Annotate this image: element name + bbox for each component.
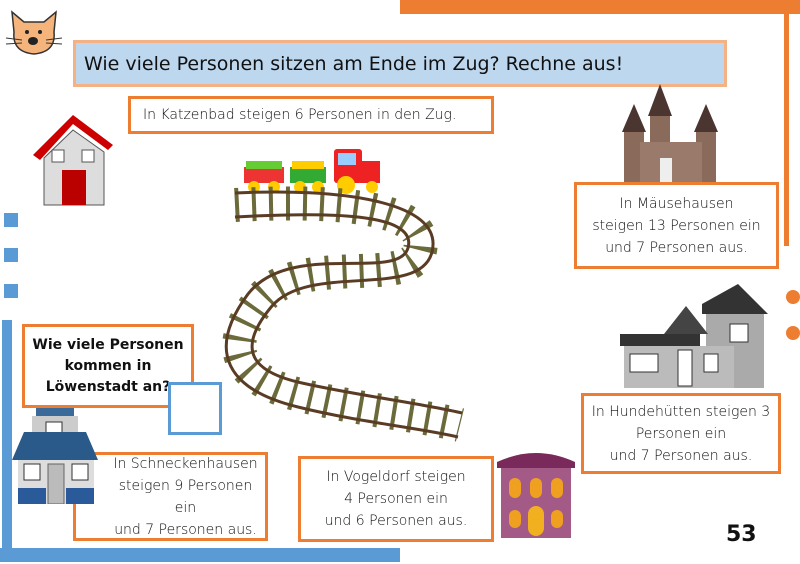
cat-face-icon [5,10,63,55]
orange-right-line [784,14,789,246]
station-text: und 7 Personen aus. [605,239,748,256]
station-katzenbad: In Katzenbad steigen 6 Personen in den Z… [128,96,494,134]
blue-square [4,284,18,298]
station-text: Personen ein [635,425,727,442]
task-title: Wie viele Personen sitzen am Ende im Zug… [73,40,727,87]
station-text: steigen 13 Personen ein [592,217,761,234]
question-loewenstadt: Wie viele Personen kommen in Löwenstadt … [22,324,194,408]
station-text: steigen 9 Personen ein [118,477,253,516]
grey-house-icon [620,284,768,388]
question-text: Löwenstadt an? [45,378,171,395]
brown-castle-icon [622,84,718,182]
station-schneckenhausen: In Schneckenhausen steigen 9 Personen ei… [73,452,268,541]
blue-left-line [2,320,12,562]
red-barn-icon [33,115,113,206]
question-text: kommen in [64,357,152,374]
orange-dot [786,290,800,304]
blue-house-icon [12,404,98,504]
question-text: Wie viele Personen [32,336,184,353]
toy-train-icon [244,149,380,194]
station-text: und 7 Personen aus. [114,521,257,538]
blue-square [4,213,18,227]
orange-dot [786,326,800,340]
station-maeusehausen: In Mäusehausen steigen 13 Personen ein u… [574,182,779,269]
station-text: In Katzenbad steigen 6 Personen in den Z… [143,107,457,123]
station-vogeldorf: In Vogeldorf steigen 4 Personen ein und … [298,456,494,542]
station-text: und 7 Personen aus. [609,447,753,464]
station-text: In Mäusehausen [619,195,734,212]
blue-bottom-bar [0,548,400,562]
station-text: In Hundehütten steigen 3 [591,403,771,420]
station-text: In Schneckenhausen [113,455,258,472]
page-number: 53 [726,522,757,547]
answer-box[interactable] [168,382,222,435]
station-text: In Vogeldorf steigen [326,469,466,485]
station-text: 4 Personen ein [344,491,448,507]
purple-building-icon [497,453,575,538]
station-text: und 6 Personen aus. [324,513,468,529]
station-hundehuetten: In Hundehütten steigen 3 Personen ein un… [581,393,781,474]
blue-square [4,248,18,262]
orange-top-bar [400,0,800,14]
